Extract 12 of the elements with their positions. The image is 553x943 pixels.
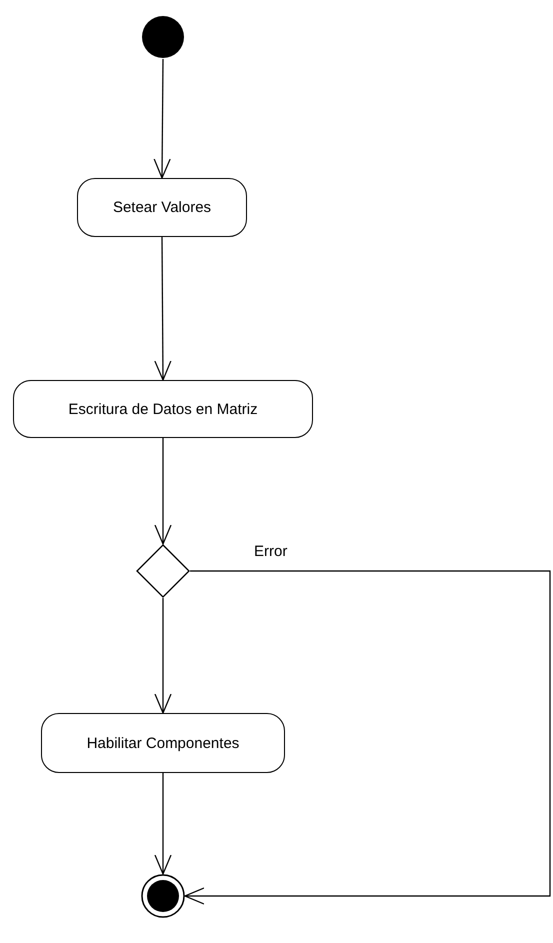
arrow [154,598,172,714]
action-box: Escritura de Datos en Matriz [13,380,313,438]
action-box: Setear Valores [77,178,247,237]
final-node [141,874,185,918]
arrow [154,59,171,179]
action-box: Habilitar Componentes [41,713,285,773]
arrow [154,438,172,545]
arrow [184,570,551,905]
arrow [154,237,172,381]
initial-node [141,15,185,59]
arrow [154,773,172,875]
decision-diamond [136,544,190,598]
